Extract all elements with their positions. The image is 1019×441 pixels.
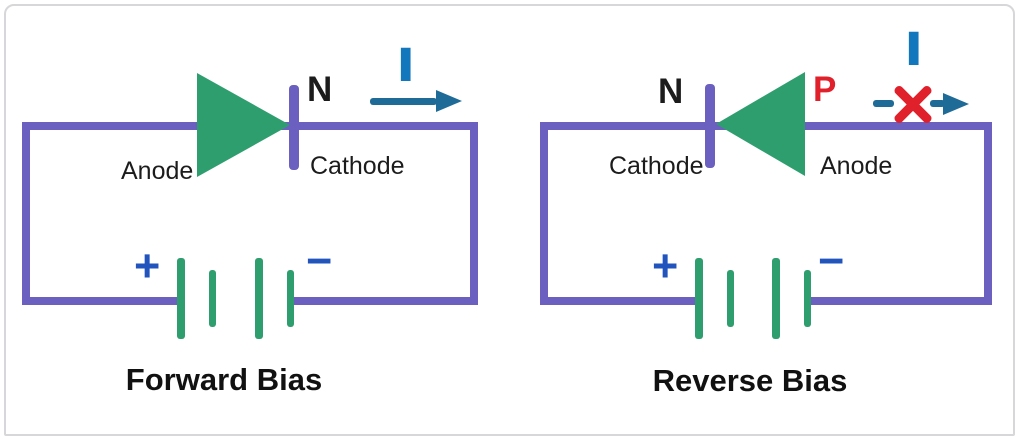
circuit-title: Forward Bias: [125, 362, 323, 397]
battery-wire-gap: [698, 295, 806, 307]
current-label: I: [396, 39, 416, 92]
n-region-label: N: [658, 72, 684, 111]
circuit-title: Reverse Bias: [652, 363, 848, 398]
arrow-shaft: [930, 100, 945, 107]
battery-plate-long-icon: [695, 258, 703, 339]
diode-triangle-icon: [197, 73, 290, 177]
p-region-label: P: [813, 70, 837, 109]
cathode-label: Cathode: [310, 152, 405, 180]
battery-plate-long-icon: [177, 258, 185, 339]
anode-label: Anode: [121, 157, 194, 185]
current-label: I: [904, 23, 924, 76]
arrow-head: [943, 93, 969, 115]
cathode-label: Cathode: [609, 152, 704, 180]
battery-minus-label: −: [306, 235, 333, 286]
battery-plate-short-icon: [287, 270, 294, 327]
diode-cathode-bar-icon: [705, 84, 715, 168]
battery-plate-short-icon: [804, 270, 811, 327]
battery-plate-short-icon: [727, 270, 734, 327]
diode-triangle-icon: [716, 72, 805, 176]
battery-plate-short-icon: [209, 270, 216, 327]
battery-minus-label: −: [818, 235, 845, 286]
battery-plate-long-icon: [772, 258, 780, 339]
battery-plus-label: +: [134, 240, 161, 291]
no-current-x-icon: [892, 84, 934, 126]
anode-label: Anode: [820, 152, 893, 180]
arrow-head: [436, 90, 462, 112]
arrow-shaft: [370, 98, 437, 105]
arrow-dash: [873, 100, 894, 107]
n-region-label: N: [307, 70, 333, 109]
diode-cathode-bar-icon: [289, 85, 299, 170]
battery-wire-gap: [180, 295, 288, 307]
battery-plus-label: +: [652, 240, 679, 291]
battery-plate-long-icon: [255, 258, 263, 339]
